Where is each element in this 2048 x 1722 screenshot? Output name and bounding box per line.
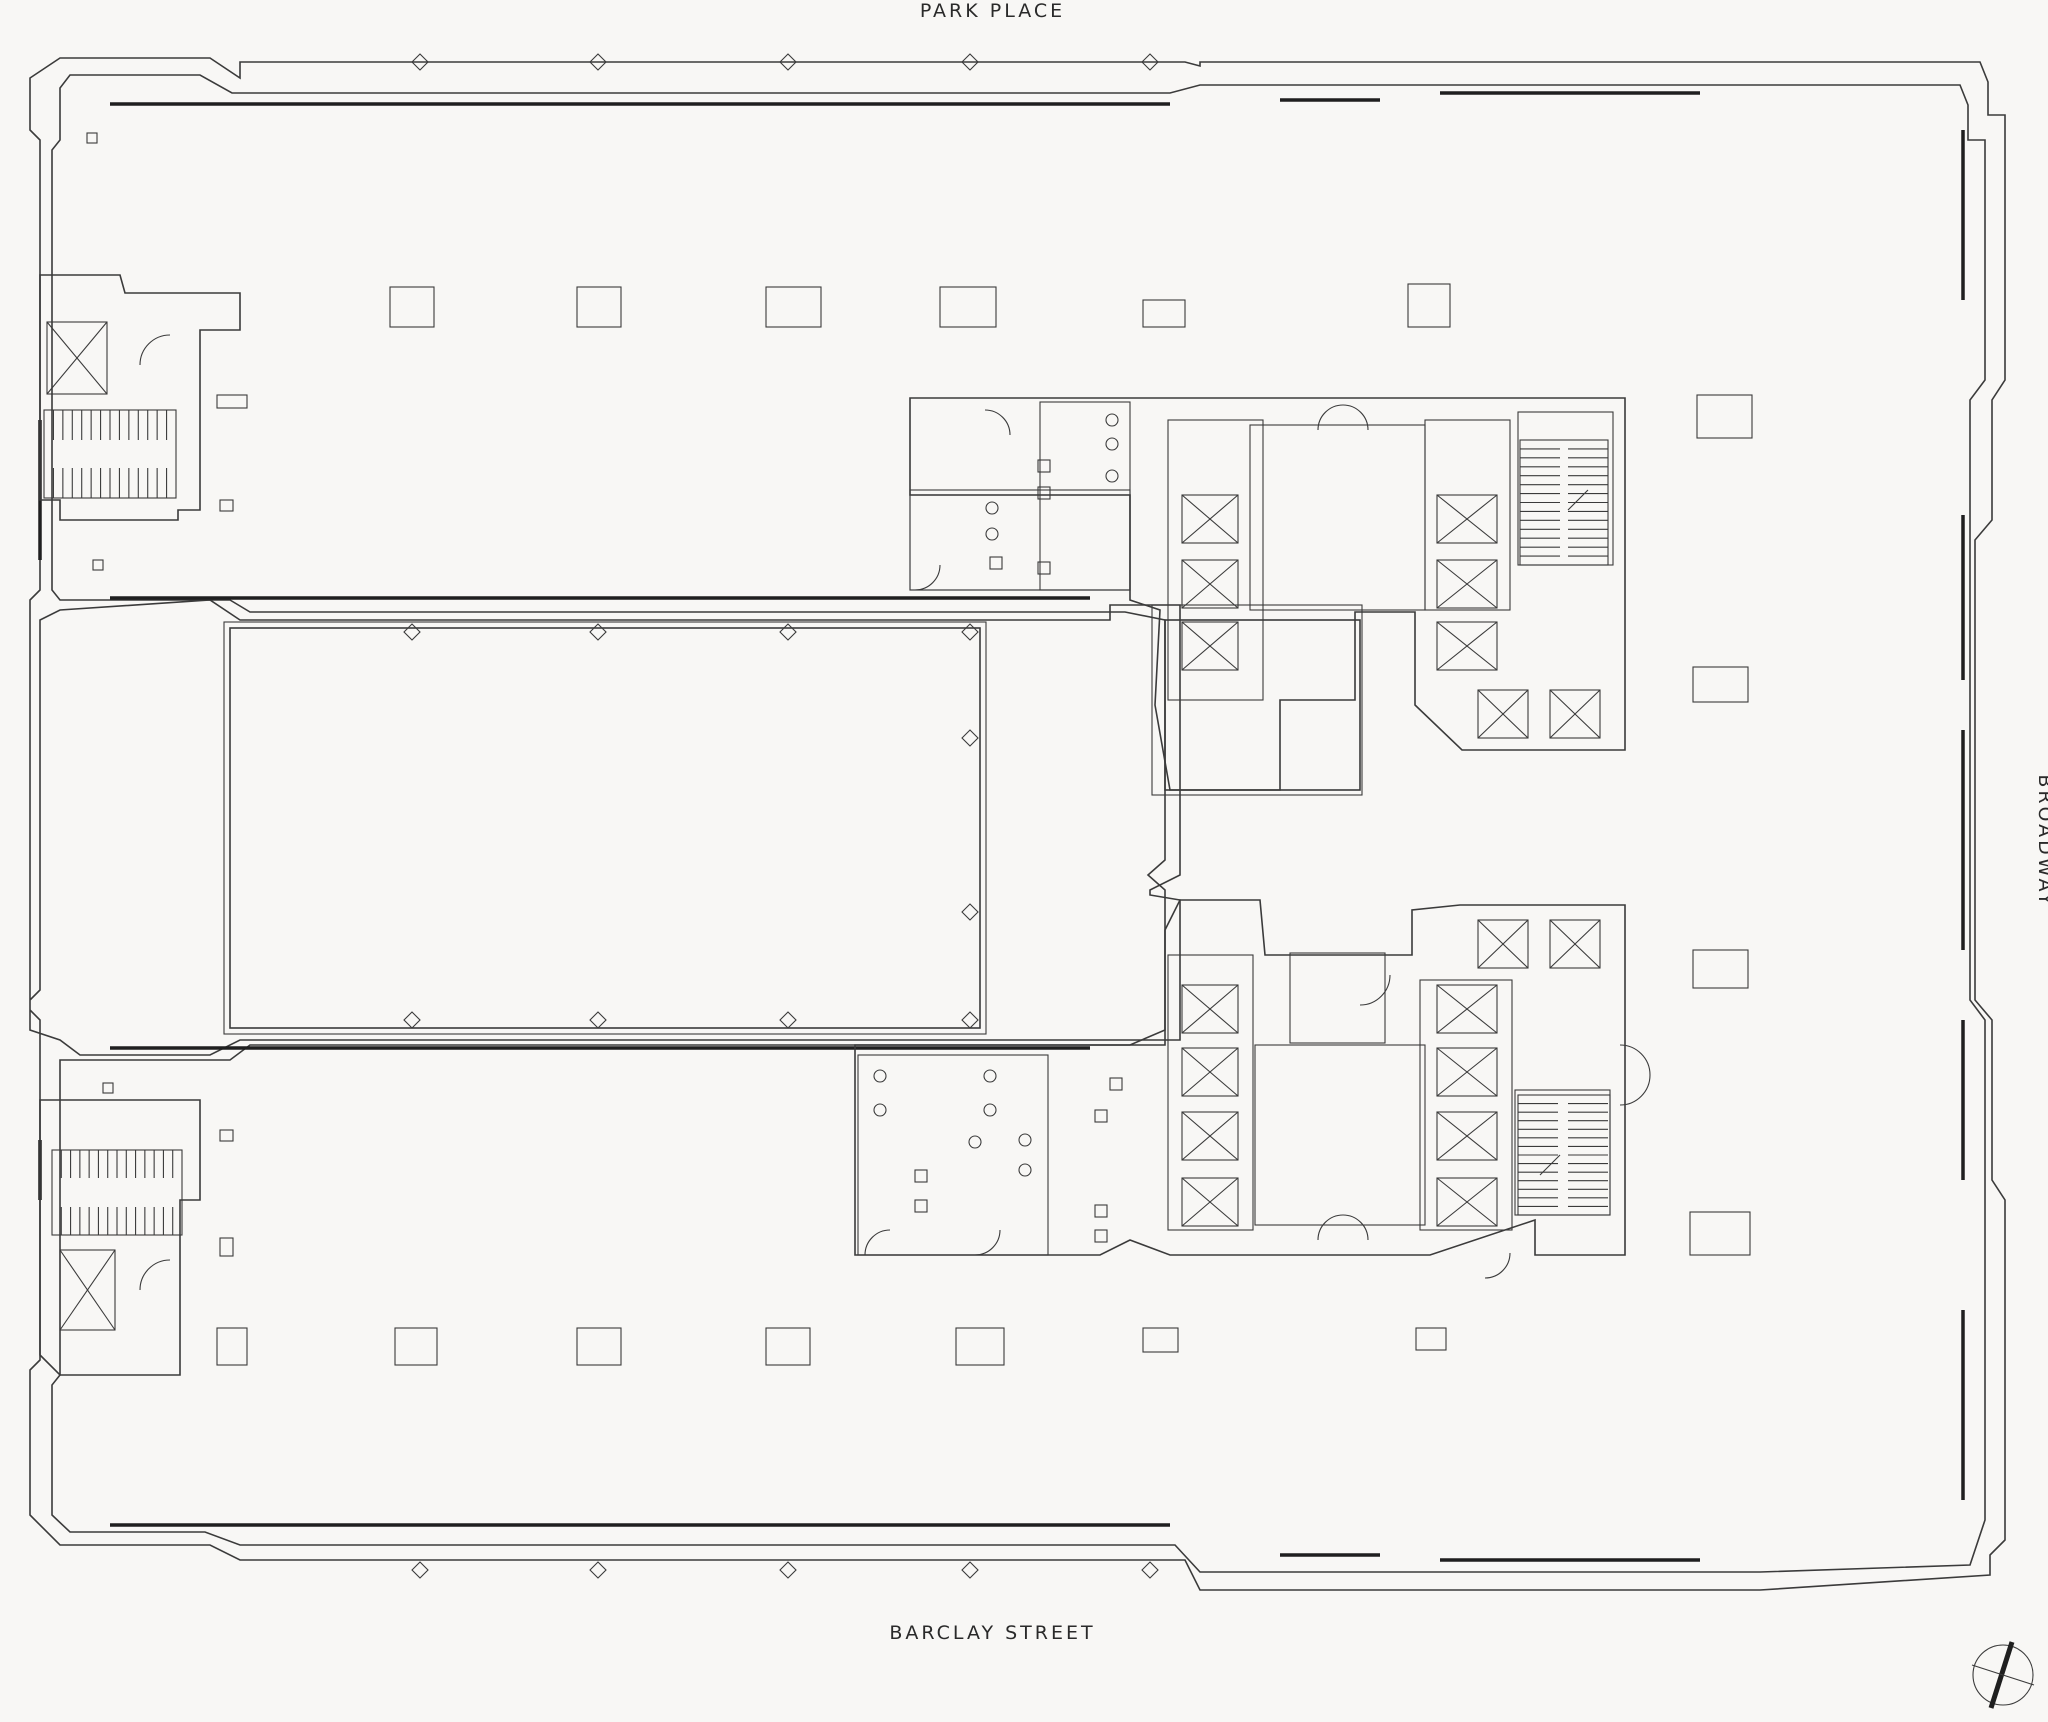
elevator-car	[1181, 494, 1239, 544]
courtyard	[223, 604, 1363, 1035]
elevator-car	[1436, 1111, 1498, 1161]
elevator-car	[1436, 1177, 1498, 1227]
stair-icon	[43, 409, 177, 499]
street-label-park-place: PARK PLACE	[919, 0, 1066, 22]
elevator-car	[1181, 1111, 1239, 1161]
elevator-car	[1181, 984, 1239, 1034]
south-core	[854, 899, 1626, 1256]
elevator-car	[1477, 689, 1529, 739]
street-label-barclay-street: BARCLAY STREET	[889, 1622, 1096, 1644]
column-grid	[86, 132, 1753, 1366]
elevator-icon	[1181, 494, 1601, 739]
elevator-car	[1436, 984, 1498, 1034]
exterior-wall	[29, 57, 2006, 1591]
elevator-car	[1549, 919, 1601, 969]
elevator-car	[1549, 689, 1601, 739]
elevator-car	[1436, 494, 1498, 544]
elevator-icon	[46, 321, 108, 395]
elevator-car	[1181, 621, 1239, 671]
restroom-south	[857, 1054, 1123, 1256]
elevator-car	[1436, 621, 1498, 671]
stair-icon	[1517, 1094, 1611, 1216]
stair-icon	[1519, 439, 1609, 566]
elevator-car	[1477, 919, 1529, 969]
column-icon	[403, 53, 1159, 1579]
elevator-car	[1181, 559, 1239, 609]
door-swing-icon	[139, 334, 1651, 1291]
stair-icon	[51, 1149, 183, 1236]
west-upper-core	[39, 274, 241, 521]
elevator-icon	[59, 1249, 116, 1331]
elevator-car	[1436, 559, 1498, 609]
elevator-car	[1181, 1177, 1239, 1227]
north-arrow-icon	[1971, 1641, 2035, 1709]
window-run	[38, 91, 1965, 1562]
elevator-car	[1436, 1047, 1498, 1097]
north-core	[909, 397, 1626, 791]
elevator-icon	[1181, 919, 1601, 1227]
restroom-north	[909, 401, 1131, 591]
elevator-car	[1181, 1047, 1239, 1097]
west-lower-core	[39, 1099, 201, 1376]
